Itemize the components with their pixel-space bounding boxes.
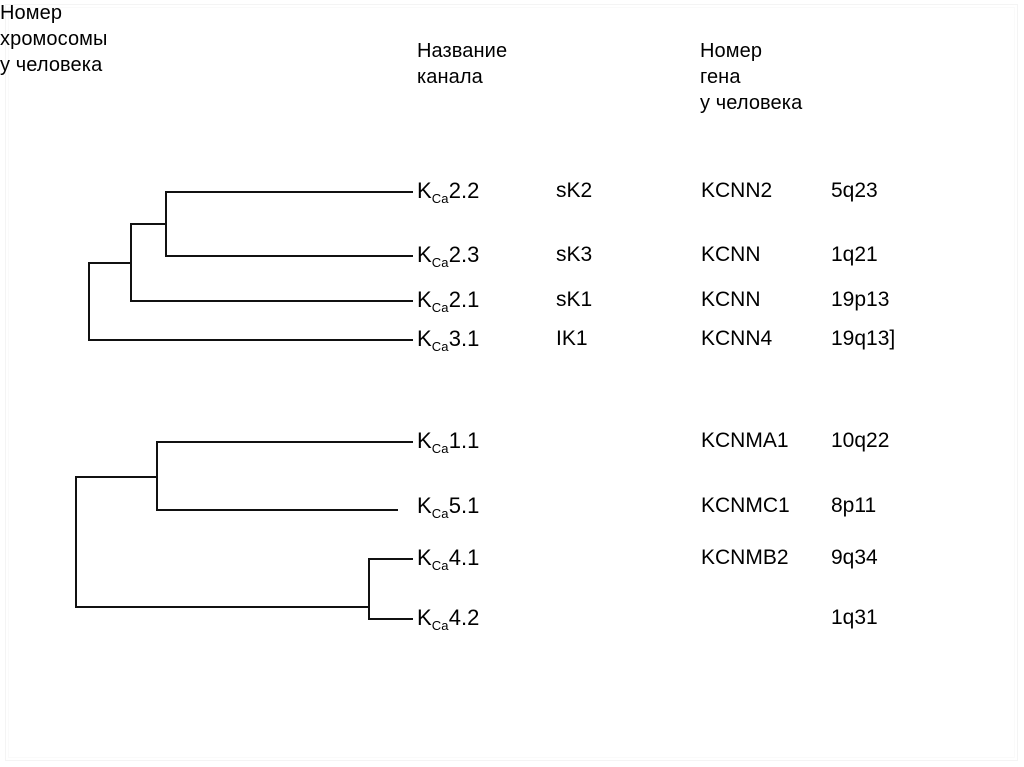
channel-alias: sK1 [556, 288, 593, 311]
branch-leaf-kca31 [88, 339, 413, 341]
gene-name: KCNMA1 [701, 429, 789, 452]
node-kca41-kca42 [368, 558, 370, 620]
chromosome-locus: 8p11 [831, 494, 877, 517]
channel-symbol: K [417, 545, 432, 570]
gene-name: KCNN [701, 288, 761, 311]
channel-label: KCa2.3 [417, 242, 480, 271]
gene-name: KCNMB2 [701, 546, 789, 569]
channel-symbol: K [417, 326, 432, 351]
node-group1-root [88, 262, 90, 341]
column-header-chromosome-number: Номер хромосомы у человека [0, 2, 108, 76]
channel-subscript: Ca [431, 191, 449, 206]
channel-number: 2.1 [448, 287, 480, 312]
channel-symbol: K [417, 605, 432, 630]
channel-label: KCa2.1 [417, 287, 480, 316]
branch-node-to-kca21-parent [130, 223, 167, 225]
channel-number: 4.2 [448, 605, 480, 630]
channel-subscript: Ca [431, 255, 449, 270]
channel-subscript: Ca [431, 618, 449, 633]
channel-label: KCa5.1 [417, 493, 480, 522]
gene-name: KCNN4 [701, 327, 773, 350]
channel-number: 2.2 [448, 178, 480, 203]
gene-name: KCNMC1 [701, 494, 790, 517]
channel-subscript: Ca [431, 441, 449, 456]
channel-symbol: K [417, 287, 432, 312]
branch-leaf-kca41 [368, 558, 413, 560]
channel-symbol: K [417, 428, 432, 453]
channel-number: 5.1 [448, 493, 480, 518]
channel-subscript: Ca [431, 300, 449, 315]
channel-label: KCa1.1 [417, 428, 480, 457]
channel-number: 1.1 [448, 428, 480, 453]
channel-alias: IK1 [556, 327, 588, 350]
branch-root-to-bk-clade [75, 476, 158, 478]
branch-leaf-kca51 [156, 509, 398, 511]
channel-subscript: Ca [431, 506, 449, 521]
channel-number: 2.3 [448, 242, 480, 267]
column-header-channel-name: Название канала [417, 40, 508, 88]
channel-number: 4.1 [448, 545, 480, 570]
chromosome-locus: 9q34 [831, 546, 878, 569]
chromosome-locus: 19q13] [831, 327, 896, 350]
column-header-gene-number: Номер гена у человека [700, 40, 803, 114]
branch-leaf-kca11 [156, 441, 413, 443]
branch-leaf-kca23 [165, 255, 413, 257]
branch-leaf-kca22 [165, 191, 413, 193]
channel-symbol: K [417, 242, 432, 267]
branch-leaf-kca21 [130, 300, 413, 302]
branch-root-to-kca4-clade [75, 606, 370, 608]
node-group2-root [75, 476, 77, 608]
chromosome-locus: 1q21 [831, 243, 878, 266]
channel-alias: sK2 [556, 179, 593, 202]
chromosome-locus: 19p13 [831, 288, 890, 311]
channel-symbol: K [417, 493, 432, 518]
chromosome-locus: 10q22 [831, 429, 890, 452]
branch-leaf-kca42 [368, 618, 413, 620]
channel-number: 3.1 [448, 326, 480, 351]
chromosome-locus: 5q23 [831, 179, 878, 202]
channel-label: KCa2.2 [417, 178, 480, 207]
channel-alias: sK3 [556, 243, 593, 266]
channel-symbol: K [417, 178, 432, 203]
gene-name: KCNN2 [701, 179, 773, 202]
page-border-inner [8, 7, 1015, 758]
channel-label: KCa3.1 [417, 326, 480, 355]
channel-label: KCa4.1 [417, 545, 480, 574]
page-border [5, 4, 1018, 761]
channel-subscript: Ca [431, 558, 449, 573]
chromosome-locus: 1q31 [831, 606, 878, 629]
channel-label: KCa4.2 [417, 605, 480, 634]
branch-root-to-sk-clade [88, 262, 132, 264]
channel-subscript: Ca [431, 339, 449, 354]
gene-name: KCNN [701, 243, 761, 266]
